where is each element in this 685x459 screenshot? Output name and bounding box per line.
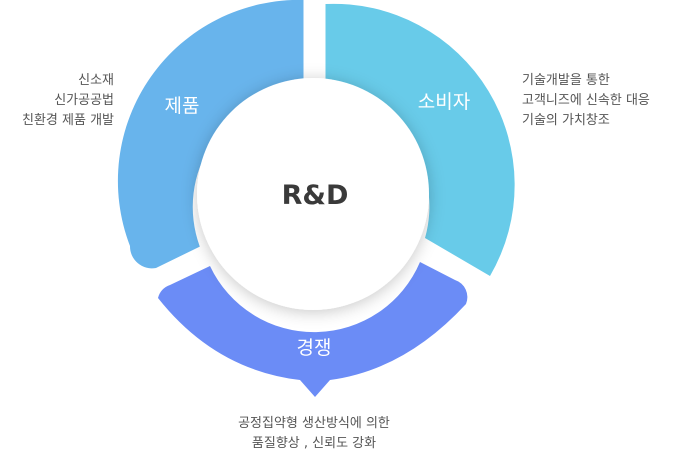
product-line: 친환경 제품 개발 xyxy=(22,113,114,128)
competition-line: 공정집약형 생산방식에 의한 xyxy=(238,416,390,431)
competition-line: 품질향상 , 신뢰도 강화 xyxy=(251,436,377,451)
center-circle xyxy=(197,78,429,310)
segment-label-product: 제품 xyxy=(165,95,200,117)
product-line: 신소재 xyxy=(78,73,114,88)
consumer-line: 기술개발을 통한 xyxy=(522,73,610,88)
segment-competition xyxy=(158,262,468,397)
consumer-line: 기술의 가치창조 xyxy=(522,113,610,128)
segment-product xyxy=(117,0,304,269)
consumer-description: 기술개발을 통한 고객니즈에 신속한 대응 기술의 가치창조 xyxy=(522,71,650,131)
segment-label-consumer: 소비자 xyxy=(418,91,470,113)
segment-label-competition: 경쟁 xyxy=(297,337,332,359)
product-line: 신가공공법 xyxy=(54,93,114,108)
competition-description: 공정집약형 생산방식에 의한 품질향상 , 신뢰도 강화 xyxy=(0,414,628,454)
product-description: 신소재 신가공공법 친환경 제품 개발 xyxy=(22,71,114,131)
segment-consumer xyxy=(325,3,515,277)
center-title: R&D xyxy=(282,180,349,211)
consumer-line: 고객니즈에 신속한 대응 xyxy=(522,93,650,108)
